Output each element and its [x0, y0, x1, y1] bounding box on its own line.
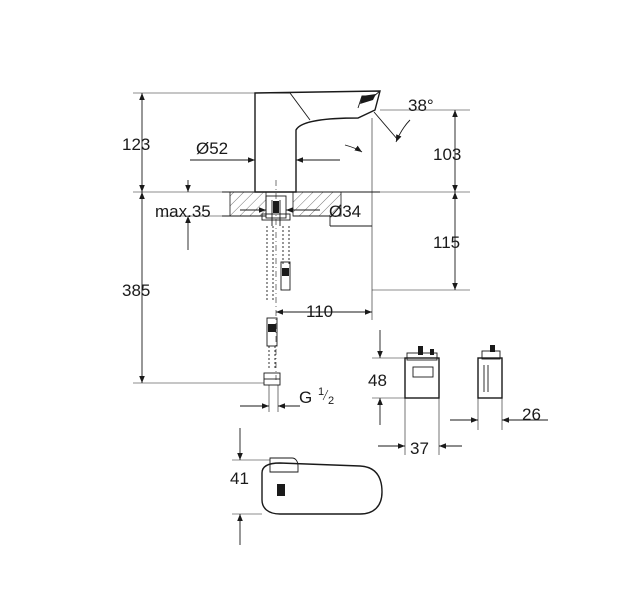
dim-diameter-52: Ø52 — [196, 139, 228, 158]
dim-385: 385 — [122, 281, 150, 300]
dim-diameter-34: Ø34 — [329, 202, 361, 221]
dim-123: 123 — [122, 135, 150, 154]
dim-angle: 38° — [408, 96, 434, 115]
dim-thread-num: 1 — [318, 386, 324, 398]
countertop-section — [222, 191, 380, 227]
control-box-side — [450, 345, 548, 430]
faucet-plan-view — [232, 428, 383, 545]
dim-115: 115 — [433, 233, 460, 252]
dim-110: 110 — [306, 302, 333, 321]
faucet-side-view — [222, 90, 381, 412]
dim-26: 26 — [522, 405, 541, 424]
dim-37: 37 — [410, 439, 429, 458]
dimension-lines — [133, 92, 470, 409]
dim-103: 103 — [433, 145, 461, 164]
dim-max-35: max.35 — [155, 202, 211, 221]
dim-48: 48 — [368, 371, 387, 390]
dim-thread-den: 2 — [328, 395, 334, 407]
control-box-front — [372, 330, 462, 455]
dim-41: 41 — [230, 469, 249, 488]
dim-thread: G — [299, 388, 312, 407]
